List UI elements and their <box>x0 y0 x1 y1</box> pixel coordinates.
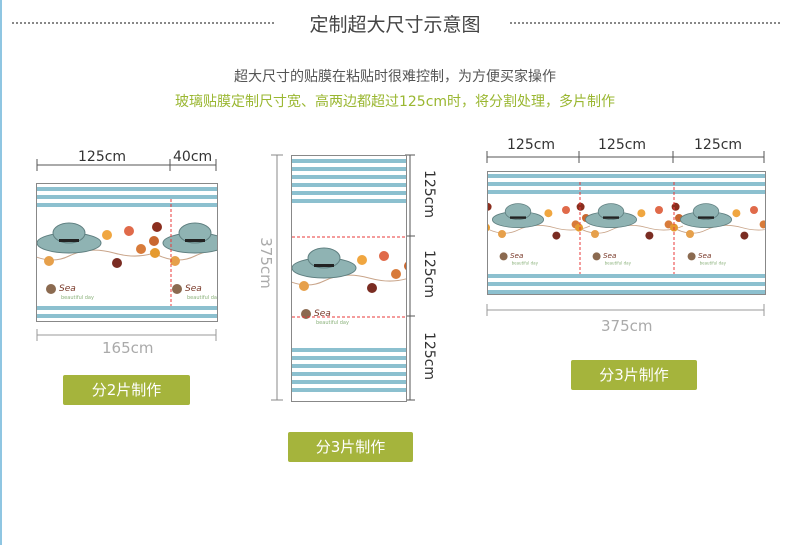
svg-text:beautiful day: beautiful day <box>512 260 539 265</box>
description-line-1: 超大尺寸的贴膜在粘贴时很难控制，为方便买家操作 <box>234 69 556 85</box>
height-label-1: 125cm <box>421 169 438 219</box>
height-label-3: 125cm <box>421 331 438 381</box>
description-line-2: 玻璃贴膜定制尺寸宽、高两边都超过125cm时，将分割处理，多片制作 <box>174 94 616 110</box>
width-label-c: 125cm <box>694 137 743 153</box>
width-label-b: 125cm <box>598 137 647 153</box>
left-border <box>0 0 2 545</box>
svg-text:beautiful day: beautiful day <box>187 295 217 301</box>
width-label-1: 125cm <box>78 149 127 165</box>
divider-right <box>510 22 780 24</box>
split-2-button[interactable]: 分2片制作 <box>63 375 190 405</box>
svg-text:beautiful day: beautiful day <box>605 260 632 265</box>
svg-text:beautiful day: beautiful day <box>316 320 349 326</box>
svg-text:Sea: Sea <box>59 284 76 294</box>
width-label-a: 125cm <box>507 137 556 153</box>
total-width-label: 165cm <box>102 339 154 357</box>
svg-text:Sea: Sea <box>510 251 523 260</box>
width-label-2: 40cm <box>173 149 213 165</box>
svg-text:Sea: Sea <box>698 251 711 260</box>
divider-left <box>12 22 274 24</box>
total-width-label-3: 375cm <box>601 317 653 335</box>
total-height-label: 375cm <box>256 237 275 289</box>
svg-text:Sea: Sea <box>314 309 331 319</box>
split-3-vertical-button[interactable]: 分3片制作 <box>288 432 413 462</box>
svg-text:Sea: Sea <box>185 284 202 294</box>
page-title: 定制超大尺寸示意图 <box>0 10 790 37</box>
svg-text:beautiful day: beautiful day <box>61 295 94 301</box>
split-3-button[interactable]: 分3片制作 <box>571 360 697 390</box>
height-label-2: 125cm <box>421 249 438 299</box>
svg-text:beautiful day: beautiful day <box>700 260 727 265</box>
svg-text:Sea: Sea <box>603 251 616 260</box>
